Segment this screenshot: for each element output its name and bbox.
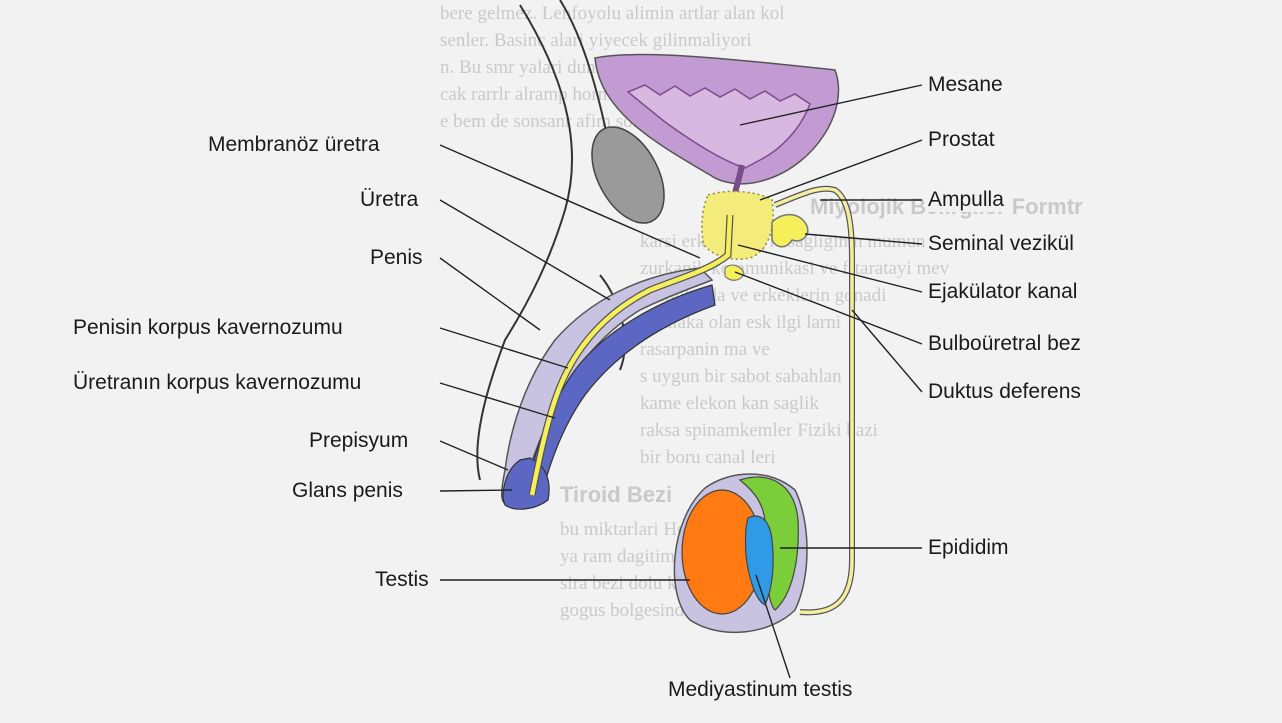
label-prepuce: Prepisyum xyxy=(306,429,411,453)
label-mediastinum-testis: Mediyastinum testis xyxy=(665,678,855,702)
label-corpus-cavernosum-penis: Penisin korpus kavernozumu xyxy=(70,316,346,340)
label-urethra: Üretra xyxy=(357,188,421,212)
label-seminal-vesicle: Seminal vezikül xyxy=(925,232,1077,256)
label-ductus-deferens: Duktus deferens xyxy=(925,380,1084,404)
label-bulbourethral-gland: Bulboüretral bez xyxy=(925,332,1084,356)
seminal-vesicle xyxy=(772,215,808,247)
label-bladder: Mesane xyxy=(925,73,1006,97)
label-epididymis: Epididim xyxy=(925,536,1012,560)
label-testis: Testis xyxy=(372,568,432,592)
label-ejaculatory-duct: Ejakülator kanal xyxy=(925,280,1080,304)
label-membranous-urethra: Membranöz üretra xyxy=(205,133,383,157)
label-corpus-spongiosum: Üretranın korpus kavernozumu xyxy=(70,371,364,395)
label-prostate: Prostat xyxy=(925,128,998,152)
prostate xyxy=(702,191,773,259)
label-penis: Penis xyxy=(367,246,426,270)
bulbourethral-gland xyxy=(725,265,744,280)
label-glans-penis: Glans penis xyxy=(289,479,406,503)
label-ampulla: Ampulla xyxy=(925,188,1007,212)
